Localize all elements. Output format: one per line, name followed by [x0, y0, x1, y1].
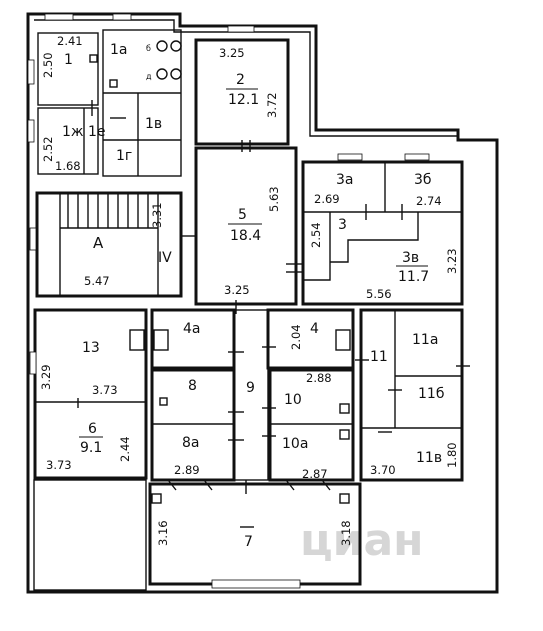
room-number: 4 [310, 321, 319, 337]
room-number: 3 [338, 217, 347, 233]
dim-label: 5.56 [366, 287, 392, 301]
watermark: циан [300, 515, 424, 566]
dim-label: 2.54 [309, 222, 323, 248]
staircase [60, 193, 159, 296]
sink-icon [109, 79, 118, 88]
room-number: 8а [182, 435, 200, 451]
dim-label: 2.04 [289, 324, 303, 350]
room-number: 1 [64, 52, 73, 68]
room-number: 1в [145, 116, 162, 132]
room-number: 11а [412, 332, 438, 348]
room-number: 10 [284, 392, 302, 408]
dim-label: 3.73 [92, 383, 118, 397]
dim-label: 1.68 [55, 159, 81, 173]
room-number: 8 [188, 378, 197, 394]
socket-icon [159, 397, 168, 406]
shaft-icon [339, 493, 350, 504]
room-number: 6 [88, 421, 97, 437]
svg-text:б: б [146, 44, 151, 53]
fixtures: б д [89, 40, 351, 504]
svg-text:д: д [146, 72, 152, 81]
room-number: 3в [402, 250, 419, 266]
doors [77, 100, 470, 528]
dim-label: 3.16 [156, 520, 170, 546]
room-number: 2 [236, 72, 245, 88]
room-number: 9 [246, 380, 255, 396]
dim-label: 2.74 [416, 194, 442, 208]
dim-label: 2.44 [118, 436, 132, 462]
windows [27, 13, 430, 375]
dim-label: 3.18 [339, 520, 353, 546]
dim-label: 2.87 [302, 467, 328, 481]
shaft-icon [335, 329, 351, 351]
shaft-icon [153, 329, 169, 351]
room-number: 1г [116, 148, 132, 164]
shaft-icon [339, 429, 350, 440]
room-labels: 2.41 1 2.50 1а 1ж 2.52 1.68 1е 1в 1г 3.2… [39, 34, 459, 550]
shaft-icon [339, 403, 350, 414]
shaft-icon [151, 493, 162, 504]
room-number: 13 [82, 340, 100, 356]
dim-label: 5.47 [84, 274, 110, 288]
dim-label: 2.88 [306, 371, 332, 385]
room-number: IV [158, 250, 172, 266]
room-area: 9.1 [80, 440, 102, 456]
toilet-icon: б [146, 40, 182, 53]
room-number: А [93, 234, 104, 252]
dim-label: 3.29 [39, 364, 53, 390]
room-area: 11.7 [398, 269, 429, 285]
dim-label: 2.50 [41, 52, 55, 78]
dim-label: 2.89 [174, 463, 200, 477]
room-number: 11 [370, 349, 388, 365]
sink-icon [89, 54, 98, 63]
dim-label: 3.72 [265, 92, 279, 118]
dim-label: 5.63 [267, 186, 281, 212]
room-number: 1а [110, 42, 128, 58]
dim-label: 2.41 [57, 34, 83, 48]
room-area: 12.1 [228, 92, 259, 108]
room-number: 4а [183, 321, 201, 337]
dim-label: 2.52 [41, 136, 55, 162]
room-number: 10а [282, 436, 308, 452]
interior-walls [33, 29, 464, 591]
dim-label: 1.80 [445, 442, 459, 468]
room-number: 11б [418, 386, 444, 402]
dim-label: 3.70 [370, 463, 396, 477]
shaft-icon [129, 329, 145, 351]
dim-label: 3.73 [46, 458, 72, 472]
dim-label: 3.23 [445, 248, 459, 274]
room-number: 3а [336, 172, 354, 188]
toilet-icon: д [146, 68, 182, 81]
room-number: 1ж [62, 124, 84, 140]
room-number: 11в [416, 450, 442, 466]
room-number: 3б [414, 172, 432, 188]
room-area: 18.4 [230, 228, 261, 244]
dim-label: 3.25 [224, 283, 250, 297]
dim-label: 3.25 [219, 46, 245, 60]
dim-label: 3.31 [150, 202, 164, 228]
room-number: 7 [244, 534, 253, 550]
dim-label: 2.69 [314, 192, 340, 206]
room-number: 1е [88, 124, 106, 140]
room-number: 5 [238, 207, 247, 223]
